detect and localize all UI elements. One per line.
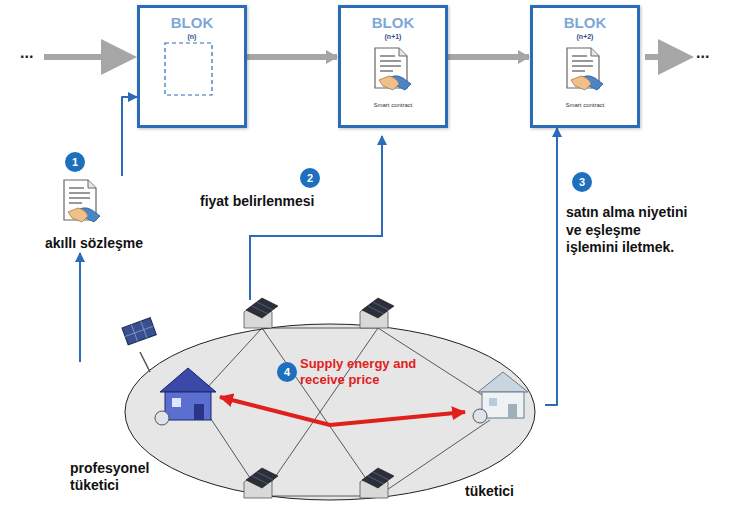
flow-arrow: [247, 54, 337, 60]
svg-part: [360, 298, 394, 328]
svg-part: [64, 180, 100, 222]
callout-number: 3: [572, 172, 592, 192]
svg-part: [482, 392, 524, 418]
consumer-house: [473, 372, 528, 423]
icon-node: profesyonel tüketici: [70, 362, 220, 494]
contract-caption: Smart contract: [341, 102, 445, 109]
svg-part: [489, 398, 497, 406]
node-label: akıllı sözleşme: [45, 235, 143, 252]
network-ellipse: [125, 324, 535, 500]
block-index: (n+2): [533, 33, 637, 41]
flow-arrow: [79, 253, 81, 362]
flow-arrow: [545, 128, 557, 405]
svg-part: [122, 318, 156, 345]
block-title: BLOK: [341, 14, 445, 32]
edge-label: Supply energy and receive price: [300, 356, 450, 387]
svg-part: [567, 48, 603, 90]
svg-part: [194, 404, 204, 420]
callout-number: 2: [300, 168, 320, 188]
svg-part: [205, 328, 262, 390]
svg-part: [205, 328, 490, 496]
energy-arrow: [220, 397, 465, 425]
callout-number: 4: [277, 362, 297, 382]
svg-part: [360, 468, 394, 498]
node-label: tüketici: [465, 483, 514, 500]
svg-part: [244, 298, 278, 328]
svg-part: [160, 368, 216, 392]
block-title: BLOK: [140, 14, 244, 32]
svg-part: [645, 54, 688, 60]
callout-number: 1: [65, 152, 85, 172]
ellipsis: ...: [20, 44, 33, 62]
svg-part: [125, 326, 153, 336]
block-index: (n): [140, 33, 244, 41]
price-arrow: [250, 136, 382, 300]
svg-part: [165, 392, 211, 420]
chain-block: BLOK(n): [137, 5, 247, 128]
svg-part: [244, 468, 278, 498]
svg-part: [125, 324, 535, 500]
solar-houses: [244, 298, 394, 498]
block-title: BLOK: [533, 14, 637, 32]
flow-arrow: [448, 54, 529, 60]
block-contents: [64, 43, 603, 222]
block-index: (n+1): [341, 33, 445, 41]
node-label: profesyonel tüketici: [70, 460, 190, 494]
svg-part: [473, 409, 487, 423]
prosumer-house: [122, 318, 216, 425]
svg-part: [508, 404, 517, 418]
chain-block: BLOK(n+1) Smart contract: [338, 5, 448, 128]
step-note: fiyat belirlenmesi: [200, 193, 314, 211]
flow-arrow: [122, 97, 137, 176]
svg-part: [140, 352, 150, 372]
svg-part: [375, 48, 411, 90]
chain-block: BLOK(n+2) Smart contract: [530, 5, 640, 128]
svg-part: [122, 318, 156, 345]
svg-part: [478, 372, 528, 392]
icon-node: tüketici: [465, 372, 545, 500]
svg-part: [172, 398, 181, 407]
icon-node: akıllı sözleşme: [45, 176, 165, 252]
contract-caption: Smart contract: [533, 102, 637, 109]
svg-part: [165, 43, 212, 95]
svg-part: [44, 54, 131, 60]
ellipsis: ...: [696, 44, 709, 62]
svg-part: [155, 411, 169, 425]
step-note: satın alma niyetini ve eşleşme işlemini …: [566, 204, 691, 257]
